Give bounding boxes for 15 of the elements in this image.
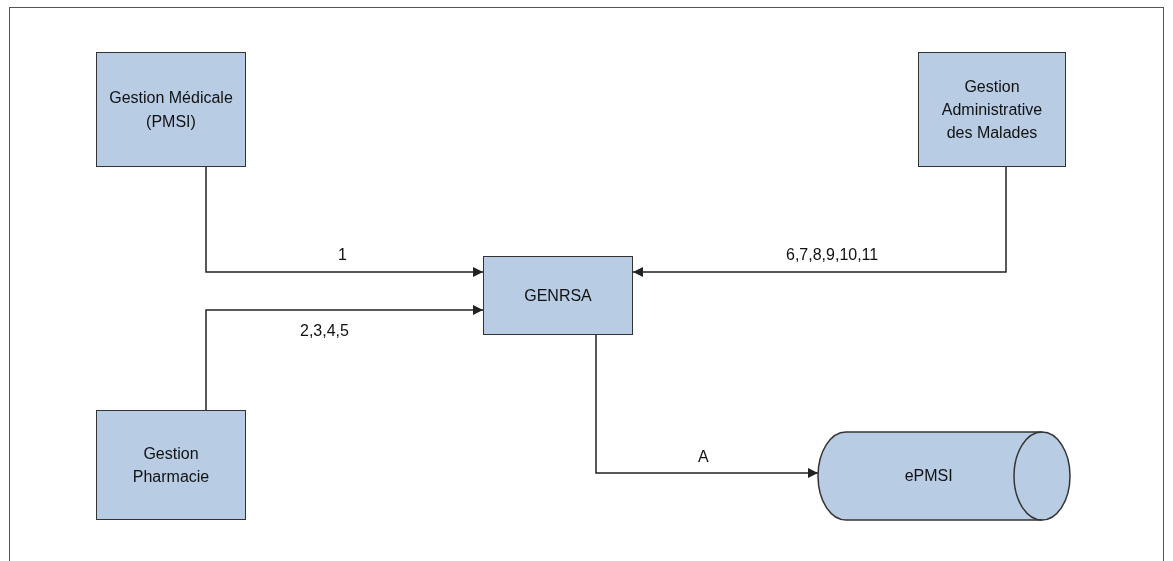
- node-label: Gestion Administrative des Malades: [940, 76, 1044, 144]
- process-box: [483, 256, 633, 335]
- edge-label: 2,3,4,5: [298, 322, 351, 340]
- node-label: GENRSA: [523, 285, 593, 306]
- node-label: Gestion Médicale (PMSI): [108, 88, 234, 132]
- node-label: Gestion Pharmacie: [131, 443, 211, 487]
- process-box: [96, 410, 246, 520]
- arrow: [205, 305, 484, 411]
- process-box: [96, 52, 246, 167]
- arrow: [205, 166, 484, 277]
- process-box: [918, 52, 1066, 167]
- node-label: ePMSI: [903, 466, 954, 487]
- edge-label: 6,7,8,9,10,11: [784, 246, 881, 264]
- arrow: [595, 334, 819, 478]
- arrow: [632, 166, 1007, 277]
